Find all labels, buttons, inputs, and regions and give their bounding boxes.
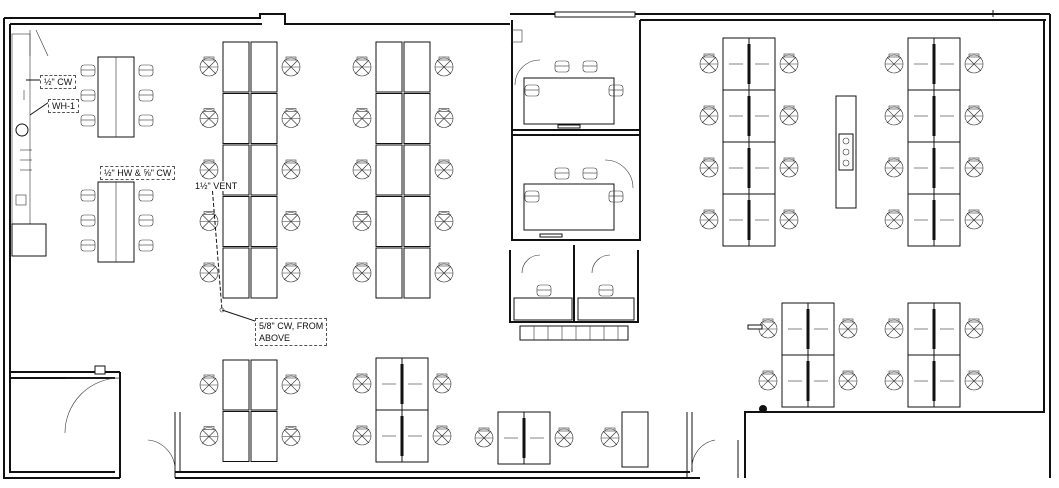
chair xyxy=(352,56,372,77)
chair xyxy=(779,53,799,74)
chair xyxy=(758,370,778,391)
chair xyxy=(779,157,799,178)
note-wh-1: WH-1 xyxy=(48,99,79,113)
workstation-single xyxy=(600,411,649,468)
chair xyxy=(474,427,494,448)
workstation-cluster-3 xyxy=(758,302,858,408)
phone-rooms xyxy=(509,245,639,341)
note-cw-line2: ABOVE xyxy=(259,333,291,343)
chair xyxy=(199,426,219,446)
chair xyxy=(352,373,372,394)
workstation-cluster-6 xyxy=(474,411,574,465)
chair xyxy=(554,427,574,448)
chair xyxy=(199,56,219,77)
chair xyxy=(434,262,454,283)
exterior-walls xyxy=(3,10,1051,479)
chair xyxy=(432,425,452,446)
chair xyxy=(699,105,719,126)
copier-station xyxy=(835,95,857,209)
bench-group-1 xyxy=(199,41,301,299)
pantry-area xyxy=(11,29,49,257)
chair xyxy=(884,53,904,74)
chair xyxy=(434,56,454,77)
chair xyxy=(884,157,904,178)
chair xyxy=(199,108,219,128)
chair xyxy=(352,108,372,128)
break-table-2 xyxy=(80,181,154,263)
break-table-1 xyxy=(80,56,154,138)
chair xyxy=(600,427,620,448)
note-hw-cw: ½" HW & ⅝" CW xyxy=(100,166,176,180)
chair xyxy=(964,105,984,126)
bench-group-2 xyxy=(352,41,454,299)
chair xyxy=(199,262,219,283)
chair xyxy=(884,370,904,391)
chair xyxy=(281,108,301,128)
note-cw-half: ½" CW xyxy=(40,75,77,89)
chair xyxy=(352,262,372,283)
chair xyxy=(281,262,301,283)
chair xyxy=(884,209,904,230)
chair xyxy=(352,425,372,446)
conference-rooms xyxy=(511,20,641,241)
chair xyxy=(432,373,452,394)
chair xyxy=(964,209,984,230)
chair xyxy=(884,318,904,339)
bench-group-3 xyxy=(199,359,301,462)
chair xyxy=(779,105,799,126)
chair xyxy=(281,56,301,77)
chair xyxy=(281,374,301,395)
chair xyxy=(434,211,454,231)
chair xyxy=(352,211,372,231)
chair xyxy=(884,105,904,126)
chair xyxy=(779,209,799,230)
chair xyxy=(964,318,984,339)
chair xyxy=(281,159,301,180)
chair xyxy=(838,370,858,391)
chair xyxy=(964,157,984,178)
chair xyxy=(199,159,219,180)
chair xyxy=(699,209,719,230)
chair xyxy=(699,157,719,178)
note-cw-from-above: 5/8" CW, FROM ABOVE xyxy=(255,318,328,346)
workstation-cluster-4 xyxy=(884,302,984,408)
note-cw-line1: 5/8" CW, FROM xyxy=(259,321,324,331)
bench-desks xyxy=(199,37,984,468)
workstation-cluster-2 xyxy=(884,37,984,247)
note-vent: 1½" VENT xyxy=(195,181,238,191)
chair xyxy=(281,211,301,231)
chair xyxy=(434,108,454,128)
chair xyxy=(964,53,984,74)
chair xyxy=(434,159,454,180)
doors xyxy=(64,324,767,478)
chair xyxy=(838,318,858,339)
workstation-cluster-1 xyxy=(699,37,799,247)
chair xyxy=(199,374,219,395)
chair xyxy=(281,426,301,446)
chair xyxy=(699,53,719,74)
chair xyxy=(352,159,372,180)
chair xyxy=(964,370,984,391)
workstation-cluster-5 xyxy=(352,357,452,463)
